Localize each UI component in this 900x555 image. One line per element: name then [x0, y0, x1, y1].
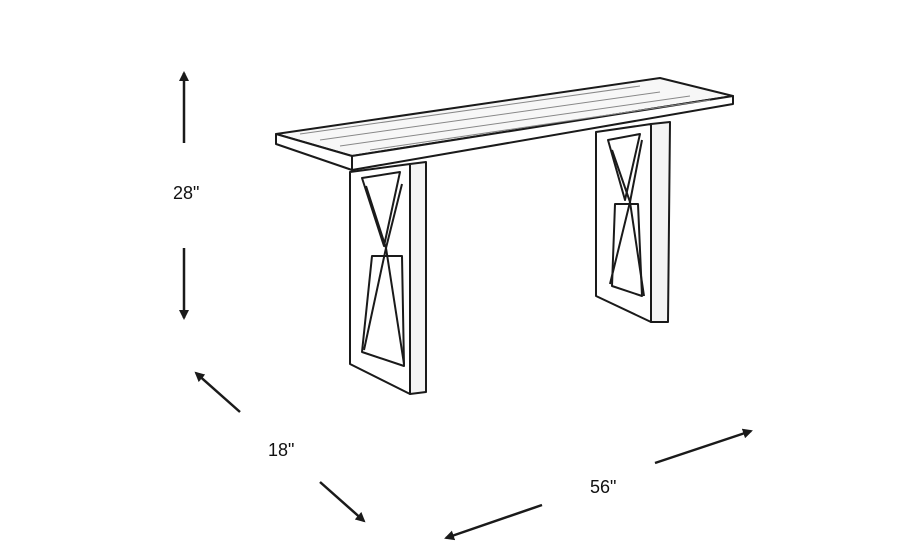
depth-label: 18": [268, 440, 295, 460]
table-top: [275, 77, 734, 171]
width-label: 56": [590, 477, 617, 497]
depth-arrow-front: [319, 481, 366, 523]
table-front-leg: [349, 161, 427, 395]
depth-arrow-back: [194, 371, 241, 413]
height-label: 28": [173, 183, 200, 203]
table-back-leg: [595, 121, 671, 323]
width-arrow-right: [654, 428, 753, 465]
width-arrow-left: [444, 503, 543, 541]
